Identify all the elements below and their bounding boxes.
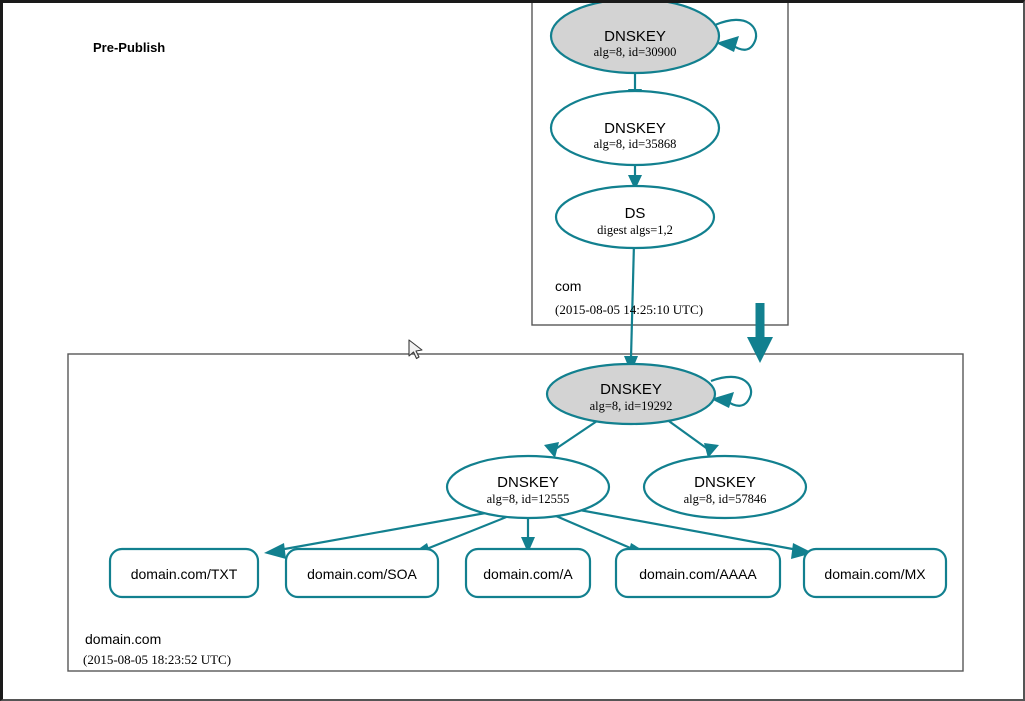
record-label-aaaa: domain.com/AAAA [639, 566, 757, 582]
edge-domain-ksk-to-zsk1 [544, 418, 601, 458]
record-label-txt: domain.com/TXT [131, 566, 238, 582]
zone-timestamp-com: (2015-08-05 14:25:10 UTC) [555, 302, 703, 317]
node-com-ksk[interactable]: DNSKEY alg=8, id=30900 [549, 3, 721, 75]
node-domain-zsk2-detail: alg=8, id=57846 [684, 492, 767, 506]
node-com-ds[interactable]: DS digest algs=1,2 [554, 184, 716, 250]
node-domain-zsk2[interactable]: DNSKEY alg=8, id=57846 [642, 454, 808, 520]
node-domain-zsk1-detail: alg=8, id=12555 [487, 492, 570, 506]
edge-zsk1-to-txt [264, 507, 509, 559]
record-label-a: domain.com/A [483, 566, 573, 582]
diagram-title: Pre-Publish [93, 40, 165, 55]
node-com-ds-label: DS [625, 205, 646, 222]
node-domain-ksk[interactable]: DNSKEY alg=8, id=19292 [545, 362, 717, 426]
zone-timestamp-domain-com: (2015-08-05 18:23:52 UTC) [83, 652, 231, 667]
edge-zsk1-to-mx [573, 507, 813, 559]
edge-com-ksk-self-loop [714, 18, 758, 52]
zone-label-domain-com: domain.com [85, 631, 161, 647]
node-domain-zsk1[interactable]: DNSKEY alg=8, id=12555 [445, 454, 611, 520]
edge-domain-ksk-self-loop [710, 375, 753, 408]
node-com-zsk[interactable]: DNSKEY alg=8, id=35868 [549, 89, 721, 167]
record-box-txt[interactable]: domain.com/TXT [108, 547, 260, 599]
record-box-a[interactable]: domain.com/A [464, 547, 592, 599]
edge-domain-ksk-to-zsk2 [665, 418, 719, 458]
node-domain-zsk2-label: DNSKEY [694, 474, 756, 491]
node-domain-zsk1-label: DNSKEY [497, 474, 559, 491]
record-label-mx: domain.com/MX [824, 566, 926, 582]
dnssec-graph: DNSKEY alg=8, id=30900 DNSKEY alg=8, id=… [67, 3, 964, 672]
zone-label-com: com [555, 278, 581, 294]
record-box-mx[interactable]: domain.com/MX [802, 547, 948, 599]
node-domain-ksk-detail: alg=8, id=19292 [590, 399, 673, 413]
record-box-soa[interactable]: domain.com/SOA [284, 547, 440, 599]
record-box-aaaa[interactable]: domain.com/AAAA [614, 547, 782, 599]
node-com-ksk-label: DNSKEY [604, 28, 666, 45]
edge-com-to-domain-thick [747, 303, 773, 363]
node-com-zsk-label: DNSKEY [604, 120, 666, 137]
node-com-zsk-detail: alg=8, id=35868 [594, 137, 677, 151]
node-com-ds-detail: digest algs=1,2 [597, 223, 673, 237]
record-label-soa: domain.com/SOA [307, 566, 417, 582]
node-com-ksk-detail: alg=8, id=30900 [594, 45, 677, 59]
node-domain-ksk-label: DNSKEY [600, 381, 662, 398]
